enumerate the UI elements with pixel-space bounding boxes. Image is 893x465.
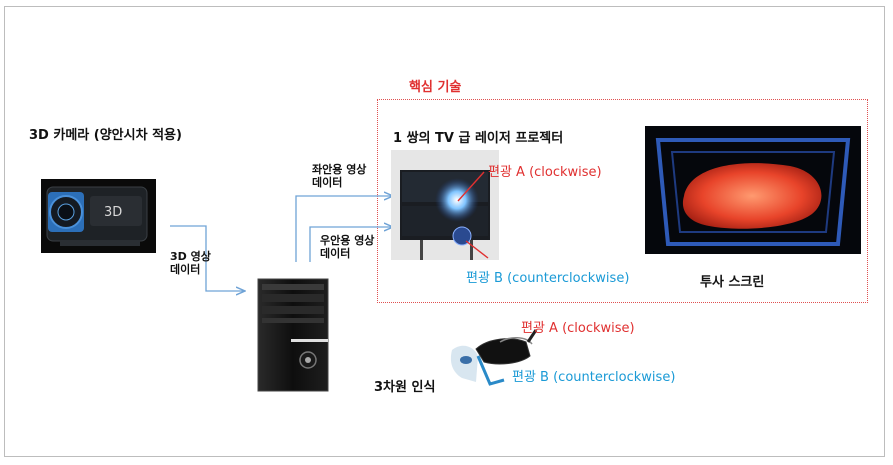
right-eye-data-label: 우안용 영상 데이터 (320, 234, 374, 260)
pc-tower-image (257, 278, 329, 392)
pointer-polar-a (457, 171, 485, 202)
glasses-polar-a-label: 편광 A (clockwise) (521, 321, 635, 336)
video-data-line2: 데이터 (170, 263, 201, 276)
left-eye-line2: 데이터 (312, 176, 343, 189)
camera-brand-mark: 3D (104, 205, 122, 220)
3d-recognition-label: 3차원 인식 (374, 380, 436, 395)
camera-label: 3D 카메라 (양안시차 적용) (29, 128, 182, 143)
projector-image (391, 150, 499, 260)
left-eye-data-label: 좌안용 영상 데이터 (312, 163, 366, 189)
pointer-polar-b (465, 240, 489, 259)
video-data-label: 3D 영상 데이터 (170, 250, 211, 276)
projector-title: 1 쌍의 TV 급 레이저 프로젝터 (393, 131, 564, 146)
left-eye-line1: 좌안용 영상 (312, 163, 367, 176)
projection-screen-label: 투사 스크린 (700, 275, 765, 290)
arrow-right-eye (309, 227, 392, 262)
projector-polar-b-label: 편광 B (counterclockwise) (466, 271, 630, 286)
camera-image: 3D (41, 179, 156, 253)
right-eye-line1: 우안용 영상 (320, 234, 375, 247)
glasses-polar-b-label: 편광 B (counterclockwise) (512, 370, 676, 385)
arrow-left-eye (295, 196, 392, 262)
core-technology-box (377, 99, 868, 303)
arrow-camera-to-pc (170, 225, 244, 291)
polarized-glasses-image (450, 329, 538, 386)
video-data-line1: 3D 영상 (170, 250, 211, 263)
projection-screen-image (645, 126, 861, 254)
connection-arrows (170, 196, 392, 291)
projector-polar-a-label: 편광 A (clockwise) (488, 165, 602, 180)
right-eye-line2: 데이터 (320, 247, 351, 260)
core-technology-title: 핵심 기술 (409, 80, 462, 95)
